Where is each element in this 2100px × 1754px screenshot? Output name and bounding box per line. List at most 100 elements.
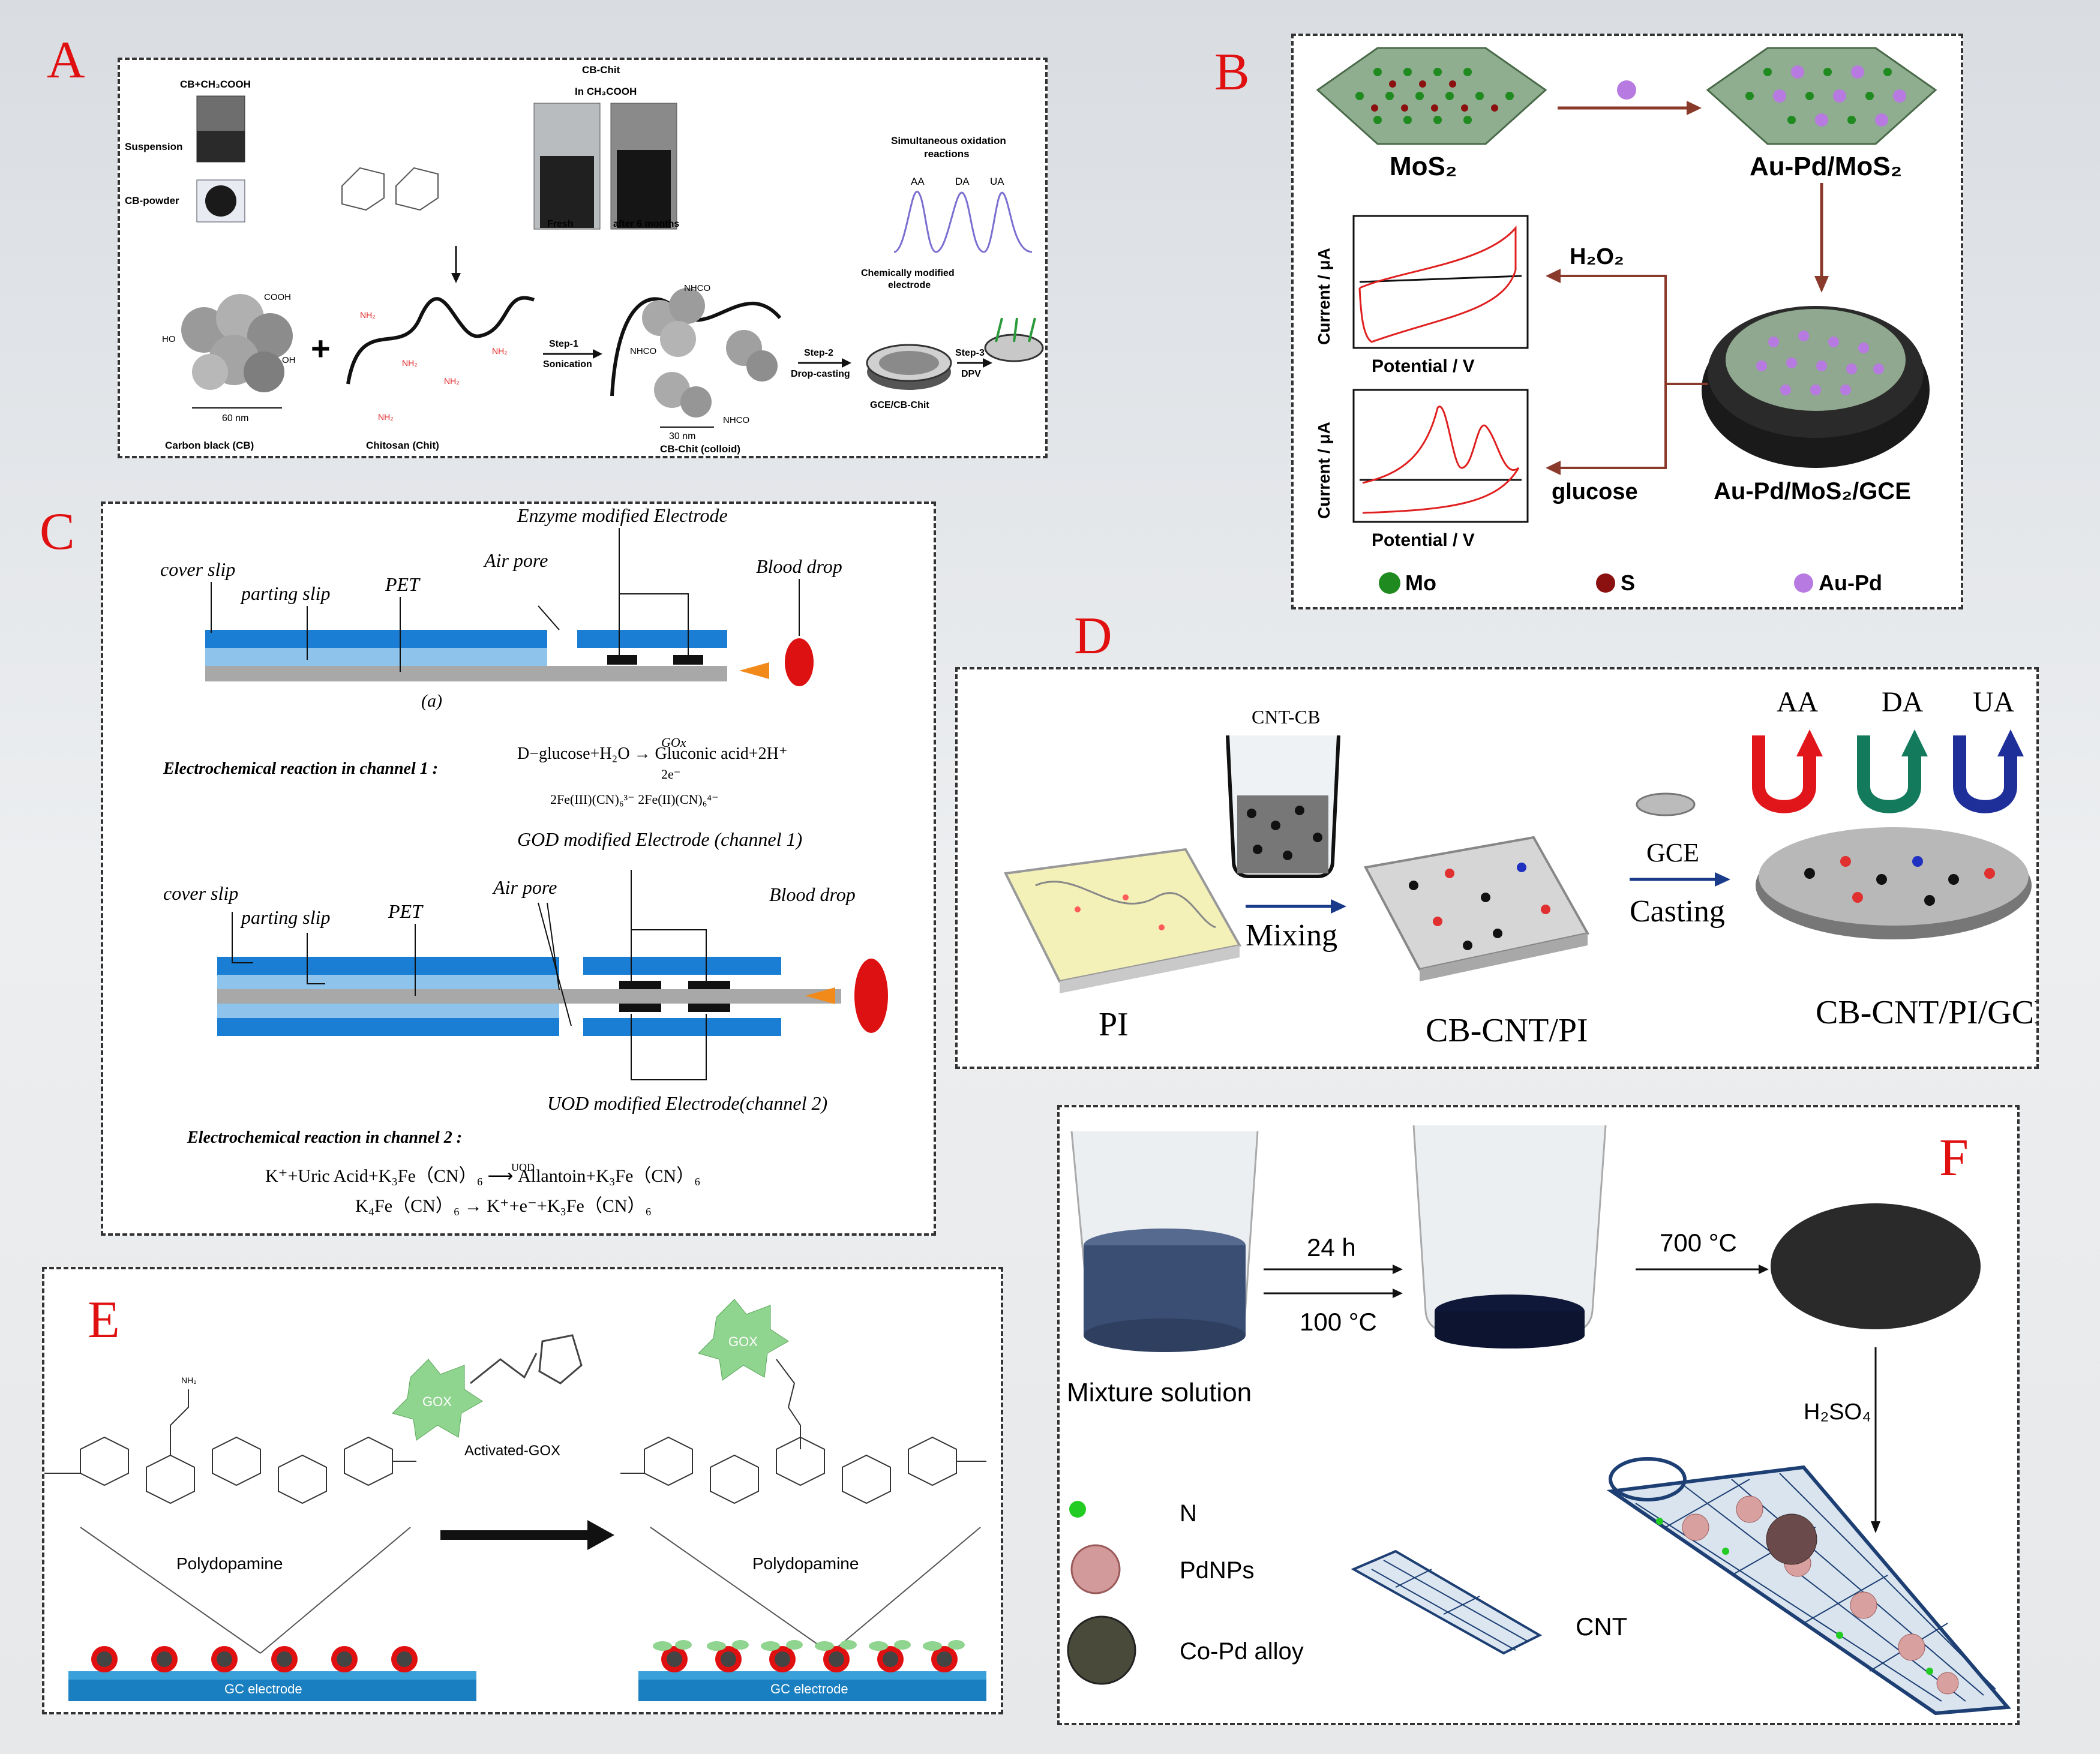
h2o2-path [1558, 275, 1708, 385]
panel-e-label: E [88, 1291, 120, 1349]
colloid-caption: CB-Chit (colloid) [660, 443, 740, 455]
activated-gox-text: GOX [422, 1394, 452, 1409]
da-arrow [1857, 735, 1921, 813]
casting-label: Casting [1630, 894, 1725, 929]
nhs-linker [470, 1353, 538, 1384]
pyrolyzed-powder [1771, 1203, 1981, 1329]
colloid-nhco-1: NHCO [684, 283, 710, 293]
legend-copd-icon [1067, 1615, 1136, 1685]
temp2-label: 700 °C [1660, 1229, 1737, 1257]
cb-cnt-pi-gce-label: CB-CNT/PI/GCE [1816, 994, 2036, 1031]
zoom-line-right-2 [830, 1527, 981, 1654]
svg-text:NH₂: NH₂ [492, 346, 508, 356]
after-six-months-label: after 6 months [613, 219, 679, 229]
enzyme-electrode-label: Enzyme modified Electrode [517, 504, 728, 526]
reaction1-electrons: 2e⁻ [661, 767, 680, 782]
plus-sign: + [311, 329, 331, 367]
gce-cb-chit-label: GCE/CB-Chit [870, 400, 929, 410]
strip-b-top-parting [217, 975, 559, 989]
beaker-contents [1237, 795, 1328, 873]
fresh-label: Fresh [547, 219, 574, 229]
mixture-label: Mixture solution [1067, 1378, 1252, 1407]
strip-b-pet [217, 989, 841, 1004]
doped-cnt-tube [1606, 1457, 2012, 1716]
blood-drop-label-2: Blood drop [769, 884, 856, 905]
strip-a-cover [205, 630, 547, 648]
pi-polymer-chain [1035, 881, 1216, 929]
panel-c: Enzyme modified Electrode cover slip par… [101, 501, 936, 1236]
zoom-line-left-2 [260, 1527, 411, 1654]
cv2-ylabel: Current / μA [1315, 422, 1333, 519]
cb-chit-title: CB-Chit [582, 64, 620, 76]
panel-d: PI CNT-CB Mixing CB-CNT/PI GCE Casting A… [955, 667, 2039, 1069]
dpv-label: DPV [961, 369, 981, 379]
carbon-black-cluster [181, 294, 293, 392]
strip-b-flow-arrow [805, 987, 835, 1004]
h2o2-arrowhead [1546, 269, 1561, 283]
casting-arrowhead [1715, 872, 1730, 887]
panel-d-label: D [1074, 607, 1112, 665]
cb-powder-label: CB-powder [125, 195, 179, 206]
simul-title-2: reactions [924, 148, 970, 160]
aa-arrow [1752, 735, 1816, 813]
aupd-mos2-label: Au-Pd/MoS₂ [1750, 152, 1902, 181]
chitosan-down-arrowhead [451, 273, 461, 283]
simul-title-1: Simultaneous oxidation [891, 135, 1006, 146]
step3-arrowhead [983, 358, 992, 368]
parting-slip-label-1: parting slip [240, 582, 330, 604]
step2-label: Step-2 [804, 348, 833, 358]
pet-label-1: PET [385, 573, 421, 595]
cv1-ylabel: Current / μA [1315, 248, 1333, 345]
uod-electrode-label: UOD modified Electrode(channel 2) [547, 1092, 827, 1114]
cb-cnt-pi-label: CB-CNT/PI [1426, 1012, 1588, 1049]
legend-pd-label: PdNPs [1180, 1557, 1255, 1584]
reaction2-uod: UOD [511, 1161, 535, 1173]
strip-b-right-top [583, 957, 781, 975]
legend-aupd-label: Au-Pd [1819, 570, 1882, 595]
strip-a-electrode-2 [673, 655, 703, 665]
gce-disc [1636, 792, 1696, 816]
activated-gox-label: Activated-GOX [464, 1443, 560, 1459]
pda-gox-particles-right [653, 1640, 965, 1672]
chitosan-ring-structure [341, 167, 439, 211]
cb-ho-label: HO [162, 334, 176, 344]
scale-60nm-label: 60 nm [222, 413, 248, 424]
panel-a-diagram: CB+CH₃COOH Suspension CB-powder CB-Chit … [125, 64, 1044, 455]
plain-cnt-icon [1351, 1549, 1543, 1655]
zoom-line-right-1 [650, 1527, 831, 1654]
polydopamine-structure-right [620, 1359, 986, 1504]
cover-slip-label-1: cover slip [160, 558, 235, 580]
h2o2-label: H₂O₂ [1570, 244, 1624, 269]
suspension-label: Suspension [125, 141, 182, 152]
analyte-aa-label: AA [1777, 686, 1819, 718]
parting-slip-label-2: parting slip [240, 906, 330, 928]
svg-text:NH₂: NH₂ [402, 358, 418, 368]
panel-b-label: B [1214, 43, 1250, 101]
air-pore-label-1: Air pore [483, 549, 548, 571]
panel-e-diagram: GOX Activated-GOX NH₂ Polydopamine GC el… [44, 1299, 986, 1701]
gc-electrode-left [68, 1677, 476, 1701]
blood-drop-1 [785, 638, 814, 686]
reaction1-gox: GOx [661, 735, 686, 750]
gc-electrode-label-right: GC electrode [770, 1681, 848, 1696]
aupd-mos2-sheet [1706, 47, 1937, 145]
legend-s-dot [1596, 573, 1615, 593]
mixing-label: Mixing [1246, 918, 1337, 953]
cnt-cb-label: CNT-CB [1252, 706, 1320, 728]
dpv-peaks-curve [893, 191, 1033, 253]
blood-drop-2 [854, 959, 888, 1033]
glucose-path [1558, 384, 1667, 469]
pi-red-dots [1075, 894, 1165, 930]
strip-b-right-bottom [583, 1018, 781, 1036]
cb-cnt-pi-particles [1409, 863, 1550, 950]
legend-s-label: S [1621, 570, 1635, 595]
panel-e: GOX Activated-GOX NH₂ Polydopamine GC el… [42, 1267, 1003, 1714]
reaction2-title: Electrochemical reaction in channel 2 : [187, 1128, 462, 1147]
legend-pdnps-icon [1070, 1544, 1121, 1594]
glucose-label: glucose [1552, 479, 1638, 504]
panel-a-label: A [47, 31, 85, 89]
aupd-particle [1617, 80, 1636, 100]
process-arrowhead [587, 1520, 614, 1550]
peak-aa-label: AA [911, 176, 925, 187]
